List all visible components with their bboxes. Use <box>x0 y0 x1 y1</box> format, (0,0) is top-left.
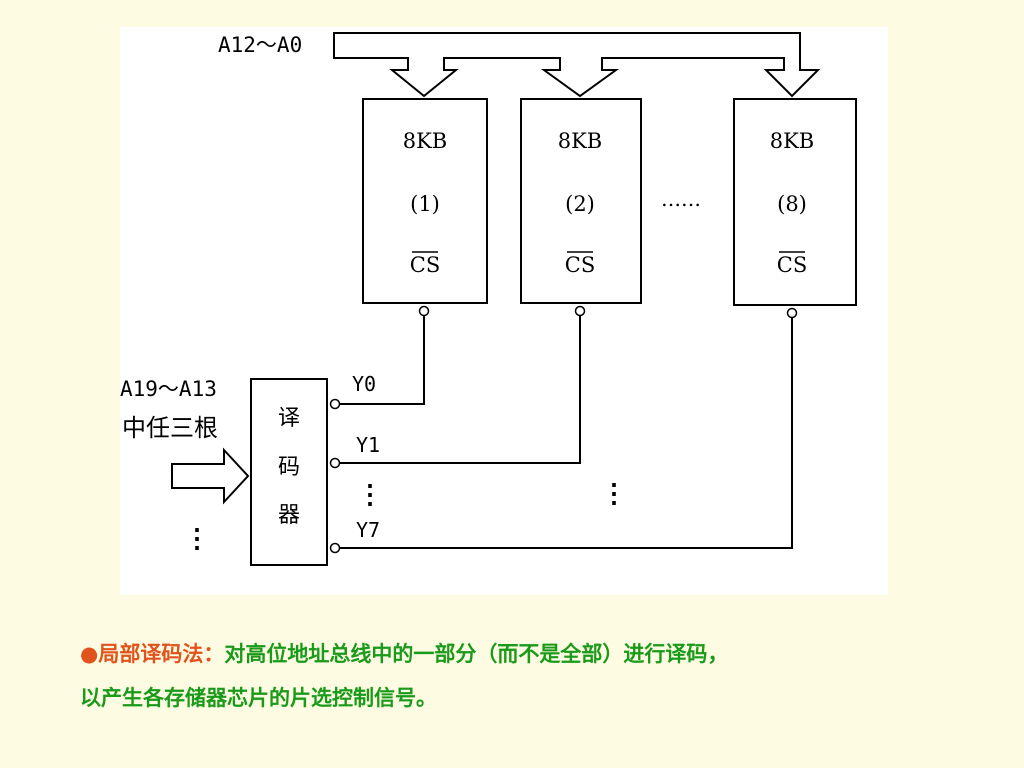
decoder-block: 译 码 器 <box>250 378 341 566</box>
y0-pin <box>329 398 341 410</box>
output-label-y1: Y1 <box>356 433 380 457</box>
decoder-name-char-3: 器 <box>278 503 300 528</box>
y7-pin <box>329 542 341 554</box>
y0-wire <box>340 316 425 405</box>
caption-bullet: ● <box>80 642 99 666</box>
y7-wire <box>340 318 793 549</box>
chip-select-wires <box>340 316 793 549</box>
address-bus <box>333 32 821 98</box>
chip-size: 8KB <box>770 129 814 153</box>
caption-text-1: 对高位地址总线中的一部分（而不是全部）进行译码， <box>224 642 729 666</box>
cs-pin <box>418 305 430 317</box>
output-label-y0: Y0 <box>352 372 376 396</box>
chip-size: 8KB <box>403 129 447 153</box>
chip-select-label: CS <box>777 253 807 277</box>
chips-ellipsis: …… <box>661 187 701 211</box>
y1-wire <box>340 316 581 464</box>
decoder-name-char-1: 译 <box>278 406 300 431</box>
caption: ●局部译码法：对高位地址总线中的一部分（而不是全部）进行译码， 以产生各存储器芯… <box>80 632 980 720</box>
caption-line-2: 以产生各存储器芯片的片选控制信号。 <box>80 676 980 720</box>
memory-chip-2: 8KB (2) CS <box>520 98 642 317</box>
memory-chip-1: 8KB (1) CS <box>362 98 488 317</box>
decoder-input-arrow <box>171 447 250 505</box>
chip-index: (2) <box>565 192 595 216</box>
decoder-input-label: A19～A13 <box>120 377 217 401</box>
cs-pin <box>574 305 586 317</box>
chip-select-label: CS <box>410 253 440 277</box>
output-label-y7: Y7 <box>356 518 380 542</box>
input-vertical-dots: ⋮ <box>184 524 210 554</box>
chip-index: (8) <box>777 192 807 216</box>
outputs-vertical-dots: ⋮ <box>357 480 383 510</box>
address-bus-label: A12～A0 <box>218 33 302 57</box>
decoder-input-note: 中任三根 <box>122 414 218 442</box>
wires-vertical-dots: ⋮ <box>601 479 627 509</box>
caption-text-2: 以产生各存储器芯片的片选控制信号。 <box>80 686 437 710</box>
chip-size: 8KB <box>558 129 602 153</box>
y1-pin <box>329 457 341 469</box>
memory-chip-8: 8KB (8) CS <box>733 98 857 319</box>
chip-select-label: CS <box>565 253 595 277</box>
caption-line-1: ●局部译码法：对高位地址总线中的一部分（而不是全部）进行译码， <box>80 632 980 676</box>
decoder-name-char-2: 码 <box>278 455 300 480</box>
chip-index: (1) <box>410 192 440 216</box>
caption-heading: 局部译码法： <box>98 642 225 666</box>
cs-pin <box>786 307 798 319</box>
